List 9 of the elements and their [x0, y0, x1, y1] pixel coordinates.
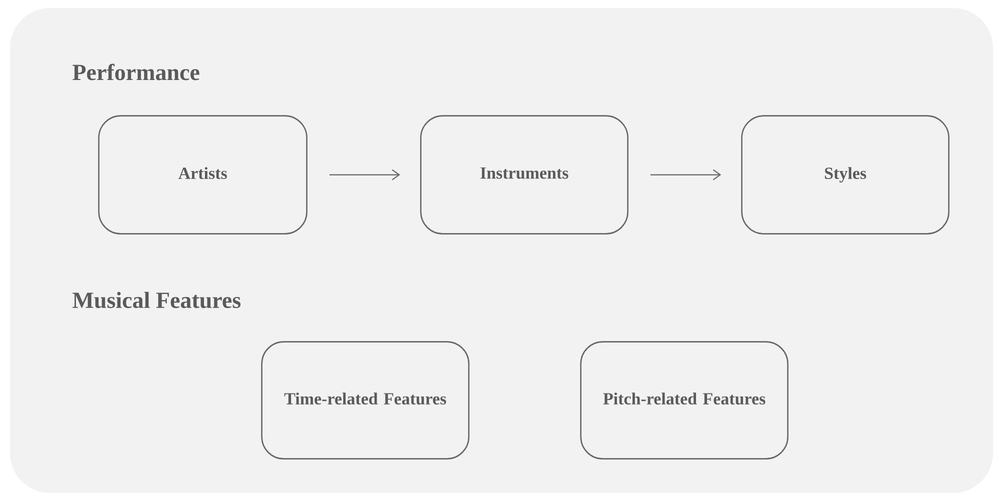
arrow [650, 169, 722, 180]
process-box: Time-related Features [261, 341, 470, 460]
arrow [329, 169, 400, 180]
process-box: Pitch-related Features [580, 341, 788, 460]
process-box: Artists [98, 115, 308, 234]
section-heading: Performance [72, 64, 200, 80]
process-box: Styles [741, 115, 950, 234]
process-box: Instruments [420, 115, 628, 234]
section-heading: Musical Features [72, 292, 241, 308]
